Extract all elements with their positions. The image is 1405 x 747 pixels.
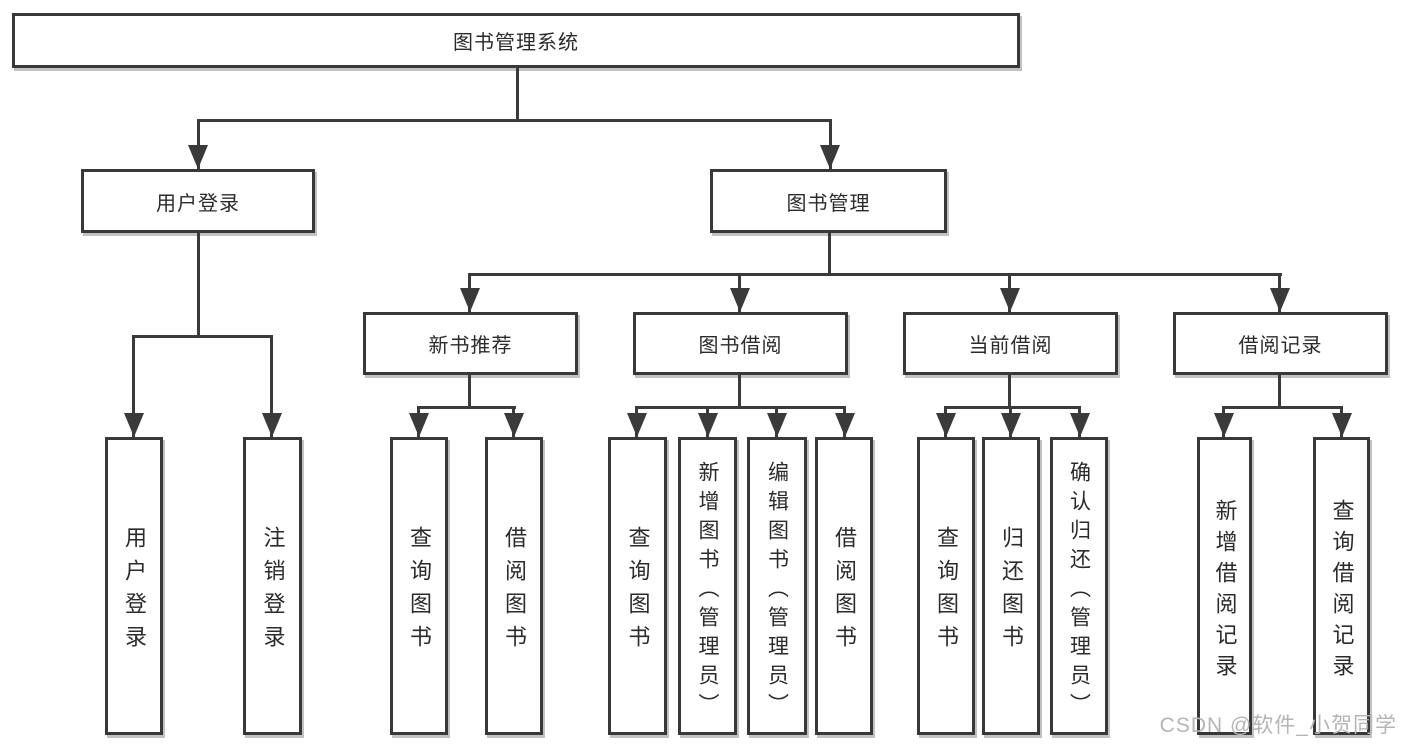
- leaf-logout-label: 注销登录: [260, 525, 286, 658]
- arrowhead-down-icon: [835, 413, 855, 437]
- node-root: 图书管理系统: [12, 13, 1020, 68]
- connector-line: [132, 335, 135, 437]
- node-book-management: 图书管理: [710, 169, 947, 233]
- node-current-borrow-label: 当前借阅: [968, 335, 1053, 357]
- leaf-bb-edit-books-admin-label: 编辑图书（管理员）: [765, 461, 789, 722]
- leaf-bb-borrow-books-label: 借阅图书: [832, 525, 857, 658]
- connector-line: [468, 273, 1282, 276]
- node-user-login-label: 用户登录: [156, 192, 240, 215]
- leaf-user-login-label: 用户登录: [122, 525, 147, 658]
- arrowhead-down-icon: [1332, 413, 1352, 437]
- connector-line: [270, 335, 273, 437]
- leaf-bb-query-books-label: 查询图书: [625, 525, 651, 658]
- arrowhead-down-icon: [504, 413, 524, 437]
- leaf-br-add-record-label: 新增借阅记录: [1212, 498, 1238, 685]
- connector-line: [417, 406, 516, 409]
- leaf-br-add-record: 新增借阅记录: [1197, 437, 1252, 735]
- node-current-borrow: 当前借阅: [903, 312, 1118, 375]
- leaf-nbr-borrow-books: 借阅图书: [485, 437, 543, 735]
- arrowhead-down-icon: [1270, 288, 1290, 312]
- leaf-bb-borrow-books: 借阅图书: [815, 437, 873, 735]
- leaf-cb-query-books: 查询图书: [917, 437, 975, 735]
- leaf-br-query-record: 查询借阅记录: [1313, 437, 1370, 735]
- connector-line: [1008, 375, 1011, 406]
- node-book-borrow: 图书借阅: [633, 312, 848, 375]
- arrowhead-down-icon: [1001, 413, 1021, 437]
- leaf-logout: 注销登录: [243, 437, 302, 735]
- arrowhead-down-icon: [188, 145, 208, 169]
- leaf-br-query-record-label: 查询借阅记录: [1329, 498, 1355, 685]
- leaf-cb-confirm-return-admin-label: 确认归还（管理员）: [1067, 461, 1091, 722]
- node-book-management-label: 图书管理: [786, 192, 871, 215]
- connector-line: [132, 335, 273, 338]
- arrowhead-down-icon: [1070, 413, 1090, 437]
- arrowhead-down-icon: [1214, 413, 1234, 437]
- arrowhead-down-icon: [820, 145, 840, 169]
- arrowhead-down-icon: [627, 413, 647, 437]
- connector-line: [1278, 375, 1281, 406]
- leaf-cb-return-books-label: 归还图书: [999, 525, 1024, 658]
- connector-line: [516, 68, 519, 119]
- arrowhead-down-icon: [1000, 288, 1020, 312]
- leaf-nbr-query-books: 查询图书: [390, 437, 448, 735]
- connector-line: [828, 233, 831, 273]
- node-borrow-records: 借阅记录: [1173, 312, 1388, 375]
- arrowhead-down-icon: [767, 413, 787, 437]
- arrowhead-down-icon: [409, 413, 429, 437]
- leaf-bb-query-books: 查询图书: [608, 437, 667, 735]
- connector-line: [1222, 406, 1343, 409]
- connector-line: [197, 233, 200, 335]
- leaf-bb-edit-books-admin: 编辑图书（管理员）: [747, 437, 807, 735]
- connector-line: [829, 119, 832, 169]
- arrowhead-down-icon: [262, 413, 282, 437]
- node-root-label: 图书管理系统: [453, 32, 579, 54]
- node-new-book-recommend-label: 新书推荐: [428, 335, 513, 357]
- leaf-nbr-query-books-label: 查询图书: [407, 525, 432, 658]
- connector-line: [468, 375, 471, 406]
- leaf-cb-query-books-label: 查询图书: [934, 525, 959, 658]
- arrowhead-down-icon: [124, 413, 144, 437]
- node-new-book-recommend: 新书推荐: [363, 312, 578, 375]
- connector-line: [738, 375, 741, 406]
- node-book-borrow-label: 图书借阅: [698, 335, 783, 357]
- arrowhead-down-icon: [698, 413, 718, 437]
- connector-line: [944, 406, 1081, 409]
- leaf-user-login: 用户登录: [105, 437, 163, 735]
- node-borrow-records-label: 借阅记录: [1238, 335, 1323, 357]
- leaf-bb-add-books-admin: 新增图书（管理员）: [678, 437, 737, 735]
- connector-line: [197, 119, 200, 169]
- arrowhead-down-icon: [460, 288, 480, 312]
- leaf-cb-confirm-return-admin: 确认归还（管理员）: [1050, 437, 1108, 735]
- connector-line: [197, 119, 832, 122]
- csdn-watermark: CSDN @软件_小贺同学: [1159, 714, 1397, 737]
- connector-line: [635, 406, 846, 409]
- arrowhead-down-icon: [936, 413, 956, 437]
- node-user-login: 用户登录: [81, 169, 315, 233]
- leaf-nbr-borrow-books-label: 借阅图书: [502, 525, 527, 658]
- arrowhead-down-icon: [730, 288, 750, 312]
- leaf-cb-return-books: 归还图书: [982, 437, 1040, 735]
- leaf-bb-add-books-admin-label: 新增图书（管理员）: [696, 461, 719, 722]
